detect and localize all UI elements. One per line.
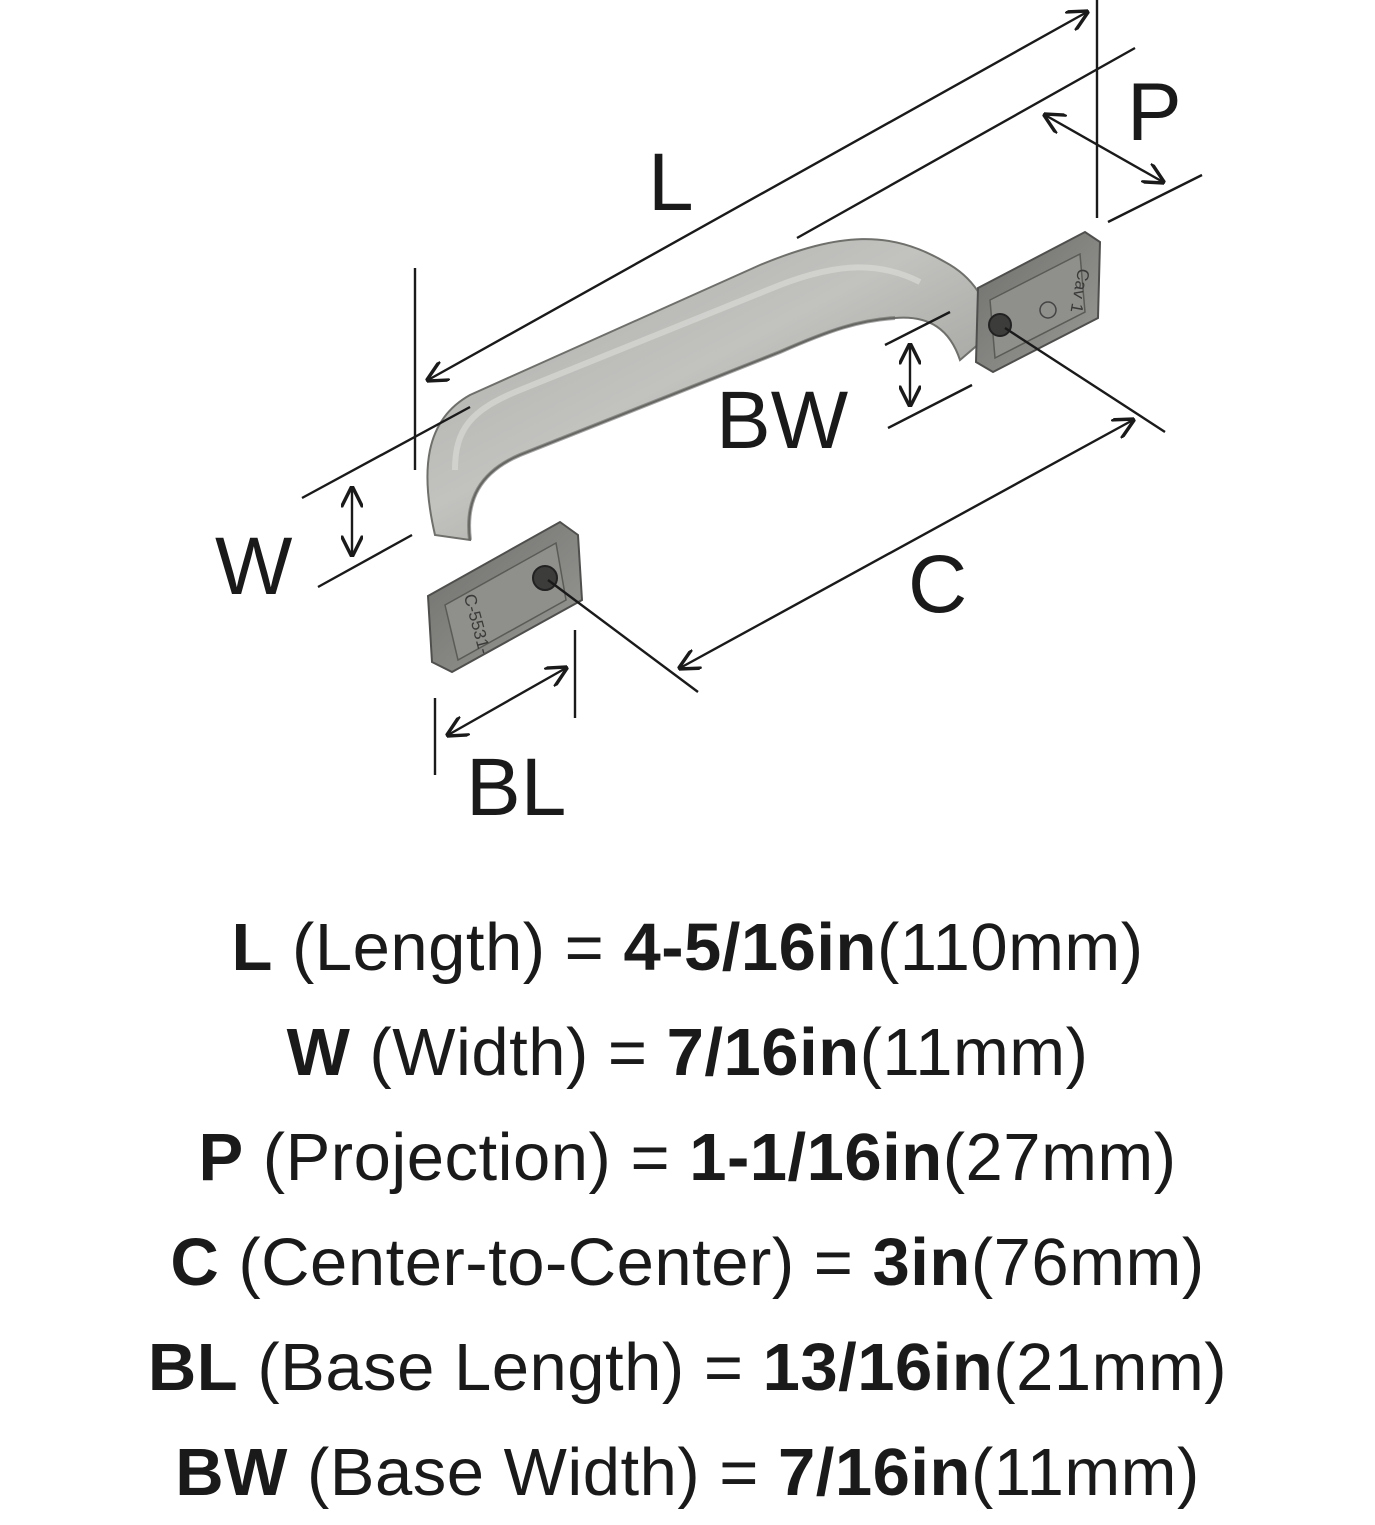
right-base: Cav 1 — [974, 230, 1102, 374]
p-reference-line — [1107, 173, 1203, 224]
label-p: P — [1127, 67, 1182, 158]
bw-reference-bottom — [887, 383, 973, 430]
spec-row-center-to-center: C (Center-to-Center) = 3in(76mm) — [170, 1225, 1205, 1300]
l-dimension-arrow — [428, 12, 1087, 380]
left-screw-hole — [532, 565, 558, 591]
spec-row-base-width: BW (Base Width) = 7/16in(11mm) — [175, 1435, 1200, 1510]
spec-row-base-length: BL (Base Length) = 13/16in(21mm) — [147, 1330, 1228, 1405]
label-bw: BW — [716, 375, 849, 466]
p-dimension-arrow — [1045, 115, 1163, 182]
bw-reference-top — [884, 310, 951, 347]
top-reference-line — [796, 46, 1136, 240]
left-base: C-5531- — [426, 520, 584, 674]
label-l: L — [648, 137, 694, 228]
c-center-line-left — [547, 579, 699, 693]
label-bl: BL — [466, 742, 566, 833]
w-reference-bottom — [317, 533, 413, 589]
spec-row-projection: P (Projection) = 1-1/16in(27mm) — [198, 1120, 1177, 1195]
label-w: W — [215, 521, 293, 612]
dimension-lines — [301, 0, 1203, 775]
spec-row-width: W (Width) = 7/16in(11mm) — [286, 1015, 1089, 1090]
label-c: C — [908, 539, 967, 630]
spec-row-length: L (Length) = 4-5/16in(110mm) — [231, 910, 1144, 985]
right-screw-hole — [988, 313, 1012, 337]
c-center-line-right — [1004, 326, 1166, 434]
bl-dimension-arrow — [448, 668, 566, 735]
specifications-list: L (Length) = 4-5/16in(110mm) W (Width) =… — [0, 895, 1375, 1525]
dimension-diagram: C-5531- Cav 1 — [215, 0, 1203, 833]
c-dimension-arrow — [680, 420, 1133, 668]
w-reference-top — [301, 405, 471, 500]
